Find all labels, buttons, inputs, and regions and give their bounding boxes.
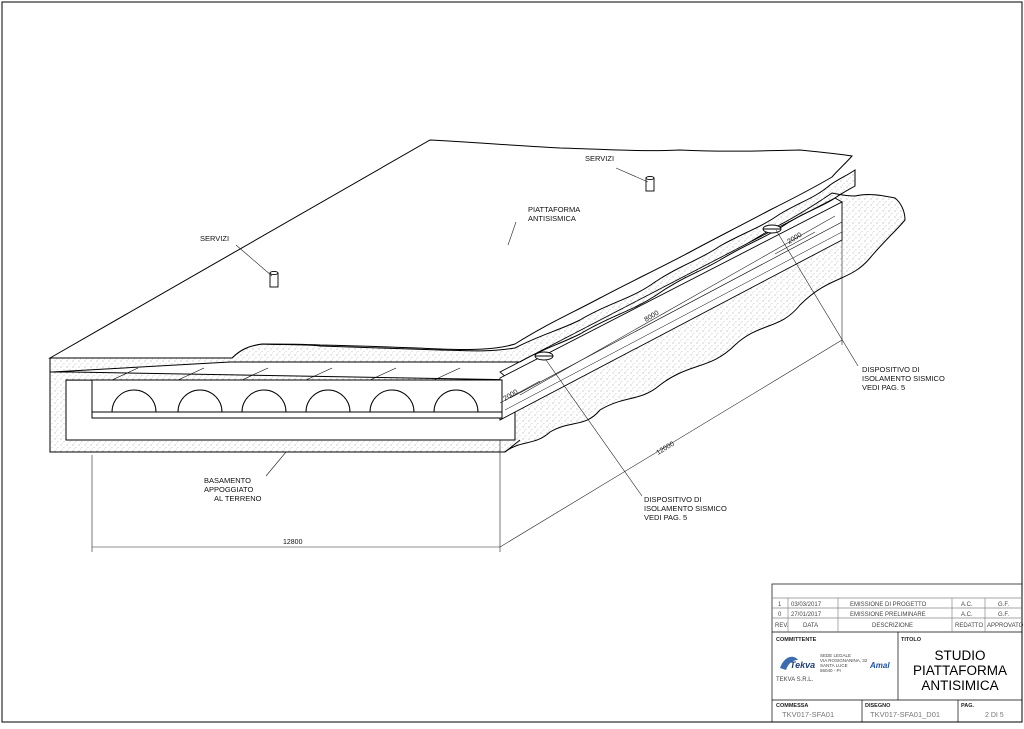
- label-servizi-left: SERVIZI: [200, 234, 229, 243]
- client-address-4: 56040 - PI: [820, 668, 841, 673]
- client-name: TEKVA S.R.L.: [776, 677, 814, 683]
- dim-depth-side: 12000: [655, 441, 675, 457]
- client-section: COMMITTENTE Tekva SEDE LEGALE VIA ROSIGN…: [776, 637, 890, 683]
- pag-value: 2 DI 5: [985, 712, 1004, 719]
- label-piattaforma-2: ANTISISMICA: [528, 214, 576, 223]
- commessa-value: TKV017-SFA01: [782, 710, 834, 719]
- annotation-labels: SERVIZI SERVIZI PIATTAFORMA ANTISISMICA …: [200, 154, 945, 522]
- dim-width-front: 12800: [283, 539, 303, 546]
- label-basamento-1: BASAMENTO: [204, 476, 251, 485]
- header-rev: REV.: [775, 623, 789, 629]
- title-line-2: PIATTAFORMA: [913, 663, 1007, 678]
- roller-row: [91, 367, 503, 419]
- title-section: TITOLO STUDIO PIATTAFORMA ANTISIMICA: [901, 637, 1007, 693]
- label-servizi-top: SERVIZI: [585, 154, 614, 163]
- tekva-logo-icon: [780, 656, 798, 670]
- service-connector-top: [645, 175, 655, 192]
- platform-slab-edge: [49, 169, 856, 373]
- platform-top-surface: [48, 139, 853, 359]
- header-approved: APPROVATO: [987, 623, 1024, 629]
- pag-label: PAG.: [961, 703, 975, 709]
- rev-1-approved: G.F.: [998, 602, 1009, 608]
- isolation-device-center: [534, 351, 554, 361]
- isolation-device-right: [762, 224, 782, 234]
- footer-section: COMMESSA TKV017-SFA01 DISEGNO TKV017-SFA…: [776, 703, 1004, 719]
- side-beams: [499, 197, 843, 421]
- tekva-logo-text: Tekva: [790, 660, 815, 670]
- title-line-3: ANTISIMICA: [921, 678, 998, 693]
- dimension-lines: [91, 215, 843, 552]
- leader-lines: [235, 167, 859, 497]
- title-block: [771, 583, 1023, 723]
- service-connector-left: [269, 270, 279, 288]
- header-desc: DESCRIZIONE: [872, 623, 913, 629]
- label-basamento-3: AL TERRENO: [214, 494, 262, 503]
- brand-logo: Amal: [869, 661, 890, 670]
- commessa-label: COMMESSA: [776, 703, 808, 709]
- label-dispositivo-right-2: ISOLAMENTO SISMICO: [862, 374, 945, 383]
- disegno-value: TKV017-SFA01_D01: [870, 710, 940, 719]
- rev-0-number: 0: [778, 612, 782, 618]
- header-drawn: REDATTO: [955, 623, 983, 629]
- rev-1-date: 03/03/2017: [791, 602, 822, 608]
- label-dispositivo-right-1: DISPOSITIVO DI: [862, 365, 920, 374]
- label-dispositivo-center-3: VEDI PAG. 5: [644, 513, 687, 522]
- label-dispositivo-center-2: ISOLAMENTO SISMICO: [644, 504, 727, 513]
- rev-1-desc: EMISSIONE DI PROGETTO: [850, 602, 927, 608]
- client-address-3: SANTA LUCE: [820, 663, 848, 668]
- disegno-label: DISEGNO: [865, 703, 891, 709]
- committente-label: COMMITTENTE: [776, 637, 817, 643]
- label-dispositivo-center-1: DISPOSITIVO DI: [644, 495, 702, 504]
- client-address-1: SEDE LEGALE: [820, 653, 851, 658]
- rev-1-drawn: A.C.: [961, 602, 973, 608]
- rev-0-approved: G.F.: [998, 612, 1009, 618]
- header-date: DATA: [803, 623, 818, 629]
- client-address-2: VIA ROSIGNANINA, 32: [820, 658, 868, 663]
- rev-0-drawn: A.C.: [961, 612, 973, 618]
- rev-1-number: 1: [778, 602, 782, 608]
- rev-0-date: 27/01/2017: [791, 612, 822, 618]
- label-dispositivo-right-3: VEDI PAG. 5: [862, 383, 905, 392]
- revision-table: 1 03/03/2017 EMISSIONE DI PROGETTO A.C. …: [775, 602, 1024, 629]
- title-line-1: STUDIO: [934, 648, 985, 663]
- titolo-label: TITOLO: [901, 637, 922, 643]
- label-basamento-2: APPOGGIATO: [204, 485, 253, 494]
- label-piattaforma-1: PIATTAFORMA: [528, 205, 580, 214]
- rev-0-desc: EMISSIONE PRELIMINARE: [850, 612, 926, 618]
